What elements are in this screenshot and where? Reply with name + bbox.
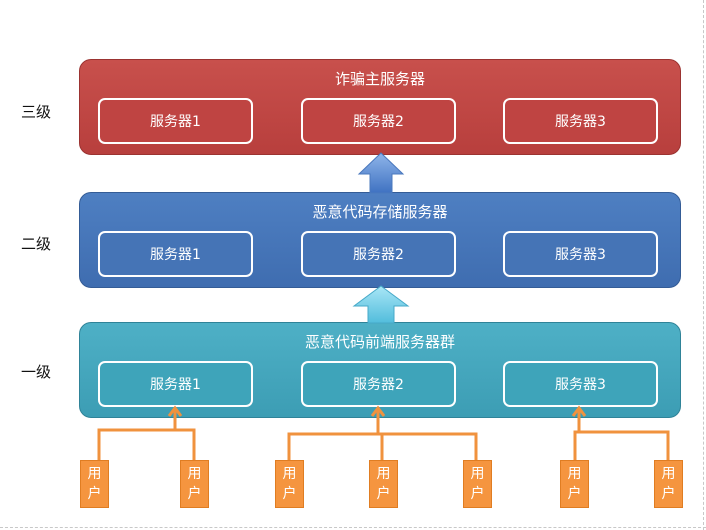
tier-malware-storage-servers: 恶意代码存储服务器 服务器1 服务器2 服务器3 — [79, 192, 681, 288]
user-box: 用户 — [654, 460, 683, 508]
level-label-third: 三级 — [20, 103, 51, 121]
user-connector-group-1 — [97, 405, 196, 462]
server-box: 服务器2 — [301, 361, 456, 407]
server-box: 服务器3 — [503, 231, 658, 277]
user-box: 用户 — [80, 460, 109, 508]
level-label-first: 一级 — [20, 363, 51, 381]
server-box: 服务器3 — [503, 98, 658, 144]
tier-title: 恶意代码前端服务器群 — [304, 333, 455, 351]
user-box: 用户 — [560, 460, 589, 508]
user-box: 用户 — [463, 460, 492, 508]
level-label-second: 二级 — [20, 235, 51, 253]
server-box: 服务器1 — [98, 98, 253, 144]
user-box: 用户 — [180, 460, 209, 508]
server-box: 服务器2 — [301, 98, 456, 144]
page-edge-right — [703, 0, 704, 530]
up-arrow-to-second-tier — [352, 285, 410, 324]
server-box: 服务器1 — [98, 361, 253, 407]
user-box: 用户 — [369, 460, 398, 508]
tier-title: 诈骗主服务器 — [334, 70, 425, 88]
user-connector-group-3 — [571, 405, 670, 462]
user-box: 用户 — [275, 460, 304, 508]
server-box: 服务器1 — [98, 231, 253, 277]
page-edge-bottom — [0, 527, 706, 528]
server-box: 服务器3 — [503, 361, 658, 407]
tier-title: 恶意代码存储服务器 — [312, 203, 448, 221]
user-connector-group-2 — [287, 405, 478, 462]
tier-fraud-main-servers: 诈骗主服务器 服务器1 服务器2 服务器3 — [79, 59, 681, 155]
tier-malware-frontend-servers: 恶意代码前端服务器群 服务器1 服务器2 服务器3 — [79, 322, 681, 418]
server-box: 服务器2 — [301, 231, 456, 277]
up-arrow-to-third-tier — [357, 152, 405, 194]
